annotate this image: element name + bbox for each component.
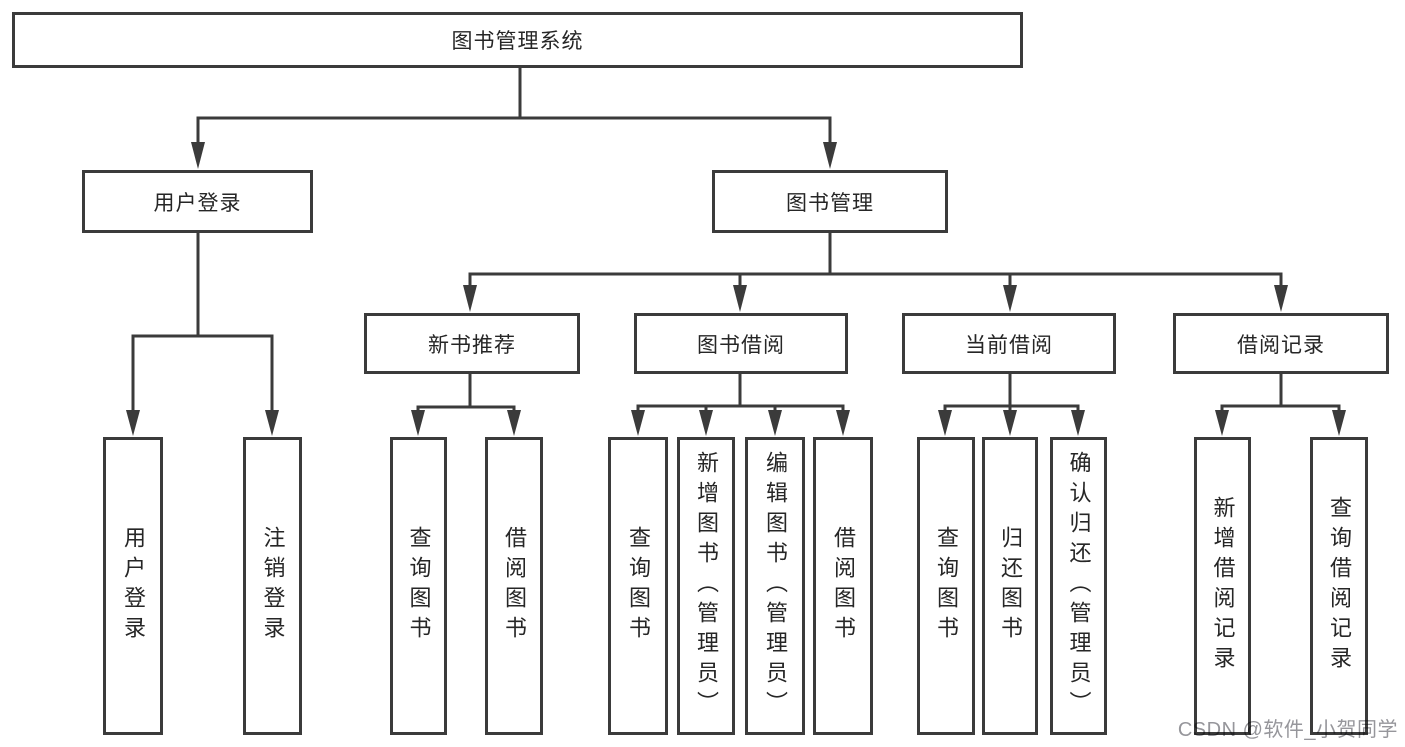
leaf-query-books-current-label: 查询图书	[934, 526, 959, 646]
node-user-login-label: 用户登录	[153, 191, 242, 215]
node-book-borrow: 图书借阅	[634, 313, 848, 374]
node-borrow-records-label: 借阅记录	[1237, 333, 1325, 357]
leaf-add-borrow-record-label: 新增借阅记录	[1210, 496, 1236, 676]
leaf-user-login-label: 用户登录	[121, 526, 146, 646]
leaf-add-books-admin: 新增图书（管理员）	[677, 437, 735, 735]
leaf-logout-login: 注销登录	[243, 437, 302, 735]
leaf-return-books: 归还图书	[982, 437, 1038, 735]
node-book-management-label: 图书管理	[786, 191, 874, 215]
leaf-query-books-recommend: 查询图书	[390, 437, 447, 735]
leaf-add-books-admin-label: 新增图书（管理员）	[694, 451, 719, 721]
connector-current-borrow-children	[938, 373, 1085, 436]
leaf-confirm-return-admin-label: 确认归还（管理员）	[1066, 451, 1092, 721]
node-new-book-recommend-label: 新书推荐	[428, 333, 516, 357]
node-new-book-recommend: 新书推荐	[364, 313, 580, 374]
node-root-label: 图书管理系统	[451, 30, 584, 53]
connector-borrow-records-children	[1215, 373, 1346, 436]
node-current-borrow-label: 当前借阅	[965, 333, 1053, 357]
leaf-return-books-label: 归还图书	[998, 526, 1023, 646]
leaf-add-borrow-record: 新增借阅记录	[1194, 437, 1251, 735]
connector-new-book-recommend-children	[411, 373, 521, 436]
node-current-borrow: 当前借阅	[902, 313, 1116, 374]
leaf-borrow-books-recommend: 借阅图书	[485, 437, 543, 735]
leaf-query-books-borrow: 查询图书	[608, 437, 668, 735]
leaf-logout-login-label: 注销登录	[260, 526, 286, 646]
leaf-edit-books-admin-label: 编辑图书（管理员）	[763, 451, 788, 721]
leaf-query-borrow-record: 查询借阅记录	[1310, 437, 1368, 735]
leaf-confirm-return-admin: 确认归还（管理员）	[1050, 437, 1107, 735]
leaf-query-books-borrow-label: 查询图书	[626, 526, 651, 646]
connector-root-to-level2	[191, 68, 837, 169]
node-root-library-management-system: 图书管理系统	[12, 12, 1023, 68]
leaf-edit-books-admin: 编辑图书（管理员）	[745, 437, 805, 735]
node-user-login: 用户登录	[82, 170, 313, 233]
leaf-borrow-books: 借阅图书	[813, 437, 873, 735]
connector-book-borrow-children	[631, 373, 850, 436]
leaf-query-books-recommend-label: 查询图书	[406, 526, 432, 646]
connector-user-login-children	[126, 233, 279, 436]
leaf-borrow-books-label: 借阅图书	[831, 526, 856, 646]
leaf-borrow-books-recommend-label: 借阅图书	[502, 526, 527, 646]
connector-book-management-children	[463, 233, 1288, 312]
node-book-management: 图书管理	[712, 170, 948, 233]
leaf-query-books-current: 查询图书	[917, 437, 975, 735]
csdn-watermark: CSDN @软件_小贺同学	[1177, 719, 1398, 741]
node-book-borrow-label: 图书借阅	[697, 333, 785, 357]
leaf-user-login: 用户登录	[103, 437, 163, 735]
node-borrow-records: 借阅记录	[1173, 313, 1389, 374]
leaf-query-borrow-record-label: 查询借阅记录	[1327, 496, 1352, 676]
